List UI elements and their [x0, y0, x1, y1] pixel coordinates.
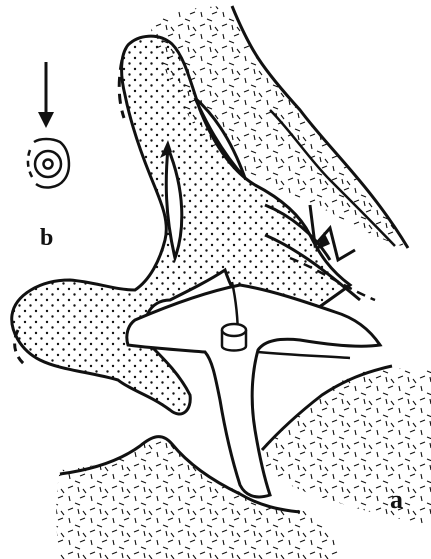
panel-label-b: b	[40, 225, 53, 251]
plug-cylinder	[222, 324, 246, 351]
concentric-circles-icon	[28, 139, 69, 187]
lower-right-rock	[262, 368, 431, 525]
down-arrow-icon	[38, 62, 54, 128]
panel-label-a: a	[390, 485, 403, 514]
